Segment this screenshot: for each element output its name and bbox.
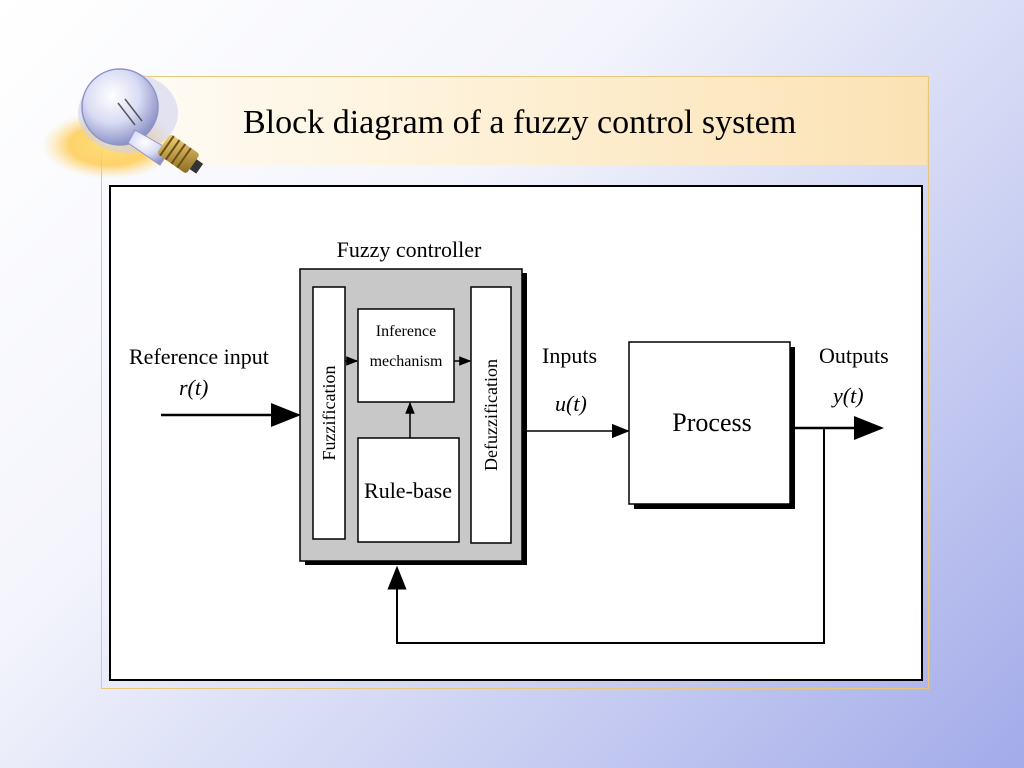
- process-block: [628, 341, 791, 505]
- reference-input-signal: r(t): [179, 375, 208, 400]
- outputs-signal: y(t): [831, 383, 864, 408]
- reference-input-label: Reference input: [129, 344, 269, 369]
- defuzzification-block: [470, 286, 512, 544]
- rule-base-label: Rule-base: [364, 478, 452, 503]
- inputs-label: Inputs: [542, 343, 597, 368]
- fuzzification-block: [312, 286, 346, 540]
- rule-base-block: [357, 437, 460, 543]
- controller-label: Fuzzy controller: [337, 237, 482, 262]
- inference-block: [357, 308, 455, 403]
- inference-label-line2: mechanism: [370, 353, 443, 370]
- title-band: [102, 77, 927, 165]
- inputs-signal: u(t): [555, 391, 587, 416]
- defuzzification-label: Defuzzification: [481, 359, 501, 471]
- feedback-path: [387, 428, 825, 644]
- outputs-label: Outputs: [819, 343, 889, 368]
- fuzzification-label: Fuzzification: [319, 366, 339, 461]
- inference-label-line1: Inference: [376, 323, 436, 340]
- slide-frame: [101, 76, 929, 689]
- process-label: Process: [672, 408, 751, 437]
- fuzzy-control-diagram: Fuzzy controller Fuzzification Inference…: [129, 237, 889, 644]
- light-bulb-icon: [42, 68, 204, 179]
- slide-title: Block diagram of a fuzzy control system: [243, 104, 797, 141]
